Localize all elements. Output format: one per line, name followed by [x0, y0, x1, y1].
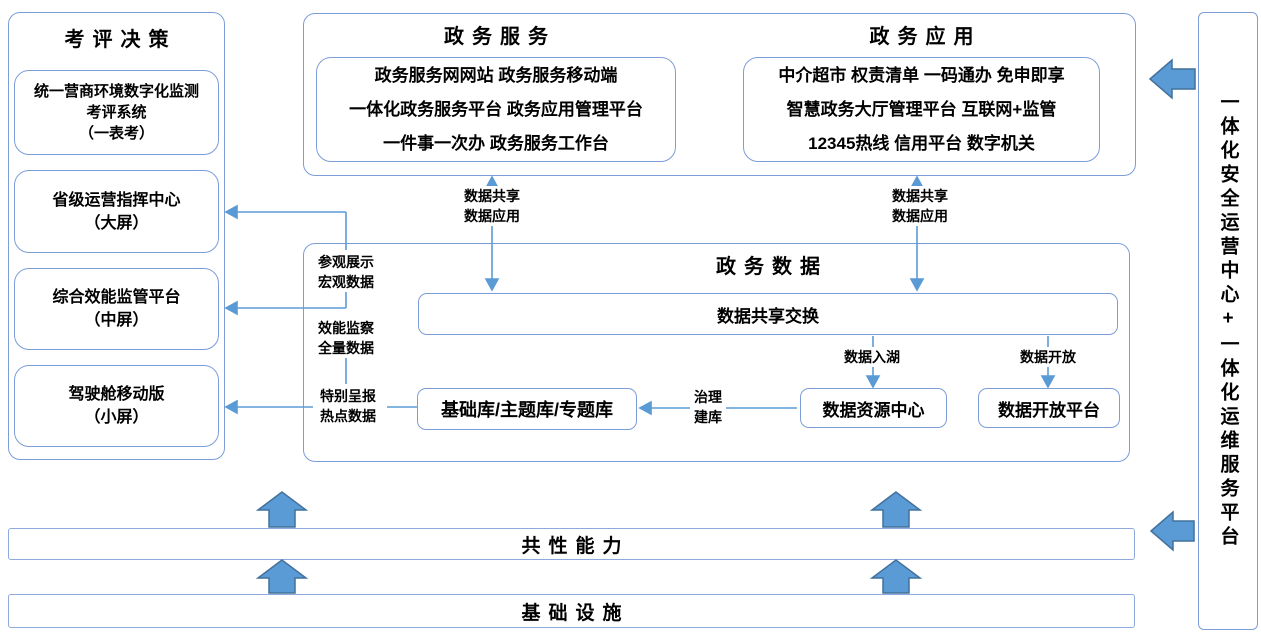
box-line: 基础库/主题库/专题库 — [440, 400, 613, 420]
data-resource-center-box: 数据资源中心 — [800, 388, 947, 428]
label-line: 治理 — [694, 389, 722, 405]
box-line: 数据开放平台 — [998, 400, 1100, 420]
label-line: 数据共享 — [464, 188, 520, 204]
special-report-label: 特别呈报 热点数据 — [311, 386, 385, 426]
label-line: 数据应用 — [464, 208, 520, 224]
service-title: 政务服务 — [444, 26, 556, 48]
capability-bar: 共性能力 — [8, 528, 1135, 560]
arrowhead-left-icon — [224, 204, 238, 220]
block-arrow-left-bottom-icon — [1149, 510, 1195, 552]
box-line: 一件事一次办 政务服务工作台 — [383, 133, 609, 153]
share-label-left: 数据共享 数据应用 — [455, 186, 529, 226]
block-arrow-left-top-icon — [1148, 58, 1196, 100]
security-operation-bar: 一体化安全运营中心+一体化运维服务平台 — [1198, 12, 1258, 630]
infrastructure-bar: 基础设施 — [8, 594, 1135, 628]
label-line: 热点数据 — [320, 408, 376, 424]
label-line: 数据共享 — [892, 188, 948, 204]
bar-label: 数据共享交换 — [717, 306, 819, 326]
label-line: 参观展示 — [318, 254, 374, 270]
bar-label: 基础设施 — [521, 602, 630, 624]
arrowhead-left-icon — [224, 399, 238, 415]
application-content-box: 中介超市 权责清单 一码通办 免申即享 智慧政务大厅管理平台 互联网+监管 12… — [743, 57, 1100, 162]
box-line: 驾驶舱移动版 — [68, 386, 165, 403]
box-line: （小屏） — [84, 409, 149, 426]
service-content-box: 政务服务网网站 政务服务移动端 一体化政务服务平台 政务应用管理平台 一件事一次… — [316, 57, 676, 162]
box-line: （大屏） — [84, 214, 149, 232]
box-line: 统一营商环境数字化监测 — [33, 83, 199, 100]
box-line: 智慧政务大厅管理平台 互联网+监管 — [786, 99, 1057, 119]
block-arrow-up-icon — [869, 559, 923, 594]
box-line: 数据资源中心 — [822, 400, 925, 420]
label-line: 宏观数据 — [318, 274, 374, 290]
evaluation-box-mobile-cockpit: 驾驶舱移动版 （小屏） — [14, 365, 219, 447]
data-open-label: 数据开放 — [1013, 347, 1083, 367]
arrowhead-left-icon — [224, 300, 238, 316]
evaluation-panel-title: 考评决策 — [64, 29, 177, 51]
evaluation-box-command-center: 省级运营指挥中心 （大屏） — [14, 170, 219, 253]
box-line: （一表考） — [78, 125, 154, 142]
data-open-platform-box: 数据开放平台 — [978, 388, 1120, 428]
box-line: 一体化政务服务平台 政务应用管理平台 — [349, 99, 643, 119]
box-line: 综合效能监管平台 — [52, 289, 181, 306]
share-label-right: 数据共享 数据应用 — [883, 186, 957, 226]
data-lake-label: 数据入湖 — [837, 347, 907, 367]
security-operation-label: 一体化安全运营中心+一体化运维服务平台 — [1217, 92, 1239, 550]
label-line: 全量数据 — [318, 340, 374, 356]
data-exchange-bar: 数据共享交换 — [418, 293, 1118, 335]
block-arrow-up-icon — [255, 559, 309, 594]
block-arrow-up-icon — [869, 491, 923, 528]
base-theme-special-db-box: 基础库/主题库/专题库 — [417, 388, 637, 430]
evaluation-box-supervision-platform: 综合效能监管平台 （中屏） — [14, 268, 219, 350]
box-line: 考评系统 — [86, 104, 147, 121]
efficiency-monitor-label: 效能监察 全量数据 — [309, 318, 383, 358]
block-arrow-up-icon — [255, 491, 309, 528]
label-line: 效能监察 — [318, 320, 374, 336]
data-panel-title: 政务数据 — [716, 256, 828, 278]
view-display-label: 参观展示 宏观数据 — [309, 252, 383, 292]
govern-build-label: 治理 建库 — [690, 387, 726, 427]
box-line: 12345热线 信用平台 数字机关 — [808, 133, 1035, 153]
box-line: （中屏） — [84, 312, 149, 329]
box-line: 省级运营指挥中心 — [52, 191, 181, 209]
bar-label: 共性能力 — [521, 535, 630, 557]
evaluation-box-monitor-system: 统一营商环境数字化监测 考评系统 （一表考） — [14, 70, 219, 155]
box-line: 政务服务网网站 政务服务移动端 — [374, 65, 618, 85]
label-line: 特别呈报 — [320, 388, 376, 404]
label-line: 建库 — [694, 409, 722, 425]
application-title: 政务应用 — [869, 26, 982, 48]
label-line: 数据应用 — [892, 208, 948, 224]
box-line: 中介超市 权责清单 一码通办 免申即享 — [778, 65, 1065, 85]
